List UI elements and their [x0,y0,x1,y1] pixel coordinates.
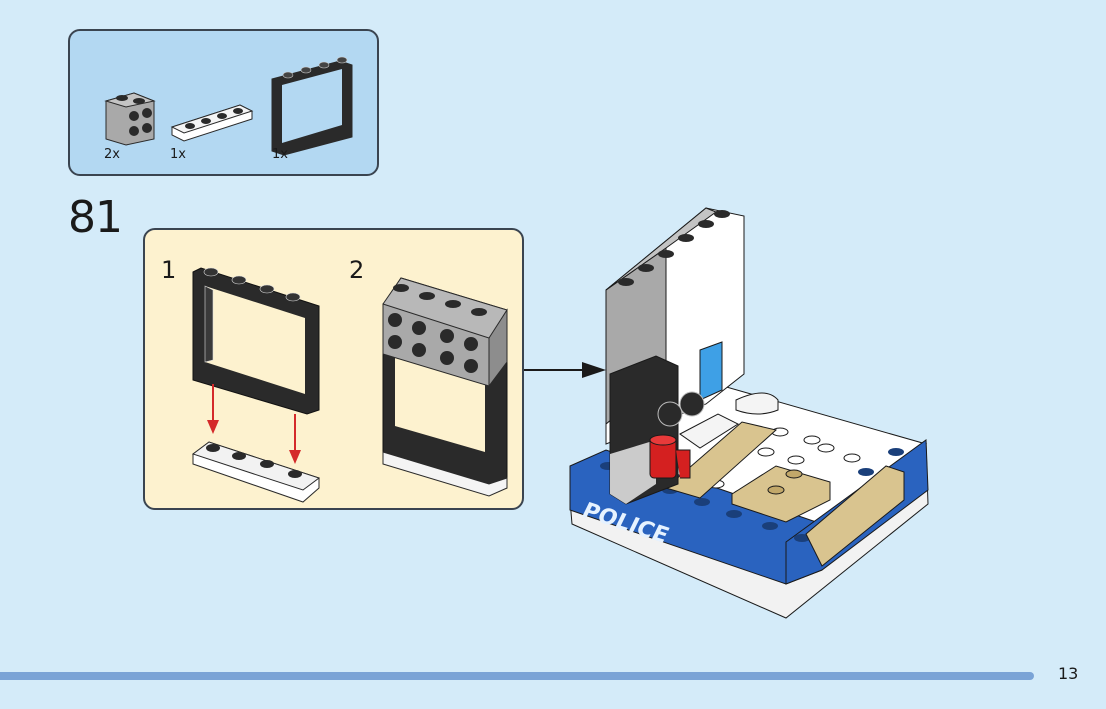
white-plate-icon [191,441,321,503]
white-chair-icon [735,392,779,415]
part-quantity: 1x [170,147,186,162]
white-plate-part-icon [170,104,254,142]
keyboard-icon [679,413,740,449]
police-station-model-illustration: POLICE [569,207,929,619]
substep-number: 1 [161,256,177,284]
tan-desk-icon [664,421,778,499]
step-number: 81 [68,192,123,243]
connector-arrow-icon [524,362,606,378]
tan-seat-icon [731,465,831,523]
substep-1-illustration [191,267,321,503]
window-frame-icon [192,267,320,415]
computer-monitor-icon [699,341,723,401]
substep-number: 2 [349,256,365,284]
down-arrow-icon [207,384,301,464]
gray-brick-part-icon [104,92,156,146]
parts-list-box: 2x 1x 1x [68,29,379,176]
page-number: 13 [1058,664,1079,683]
red-mug-icon [649,434,691,479]
part-quantity: 2x [104,147,120,162]
footer-progress-bar [0,672,1034,680]
substep-2-illustration [382,277,508,497]
window-frame-part-icon [271,56,353,156]
part-quantity: 1x [272,147,288,162]
substeps-box: 1 2 [143,228,524,510]
